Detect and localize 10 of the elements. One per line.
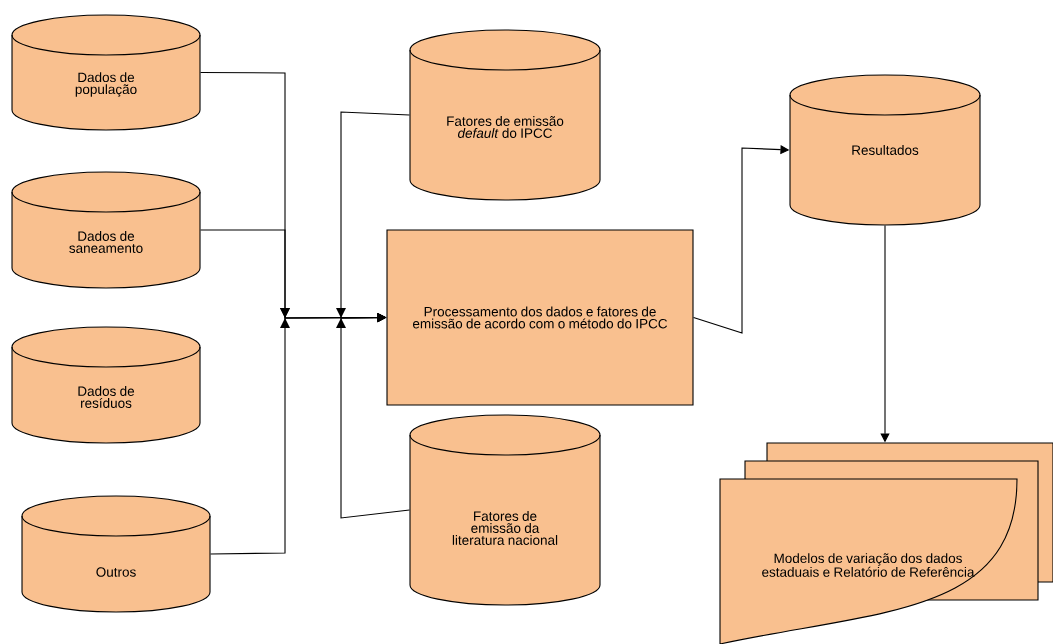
database-cylinder: Fatores de emissão da literatura nacional <box>409 414 601 606</box>
arrow <box>336 312 410 519</box>
database-cylinder: Outros <box>21 495 211 613</box>
document-stack: Modelos de variação dos dados estaduais e Relatório de Referência <box>719 442 1053 644</box>
database-cylinder: Dados de população <box>11 14 201 131</box>
database-cylinder: Fatores de emissão default do IPCC <box>409 29 601 201</box>
process-box: Processamento dos dados e fatores de emissão de acordo com o método do IPCC <box>386 229 694 406</box>
database-cylinder: Dados de resíduos <box>11 326 201 444</box>
database-cylinder: Dados de saneamento <box>11 171 201 289</box>
database-cylinder: Resultados <box>789 74 981 226</box>
